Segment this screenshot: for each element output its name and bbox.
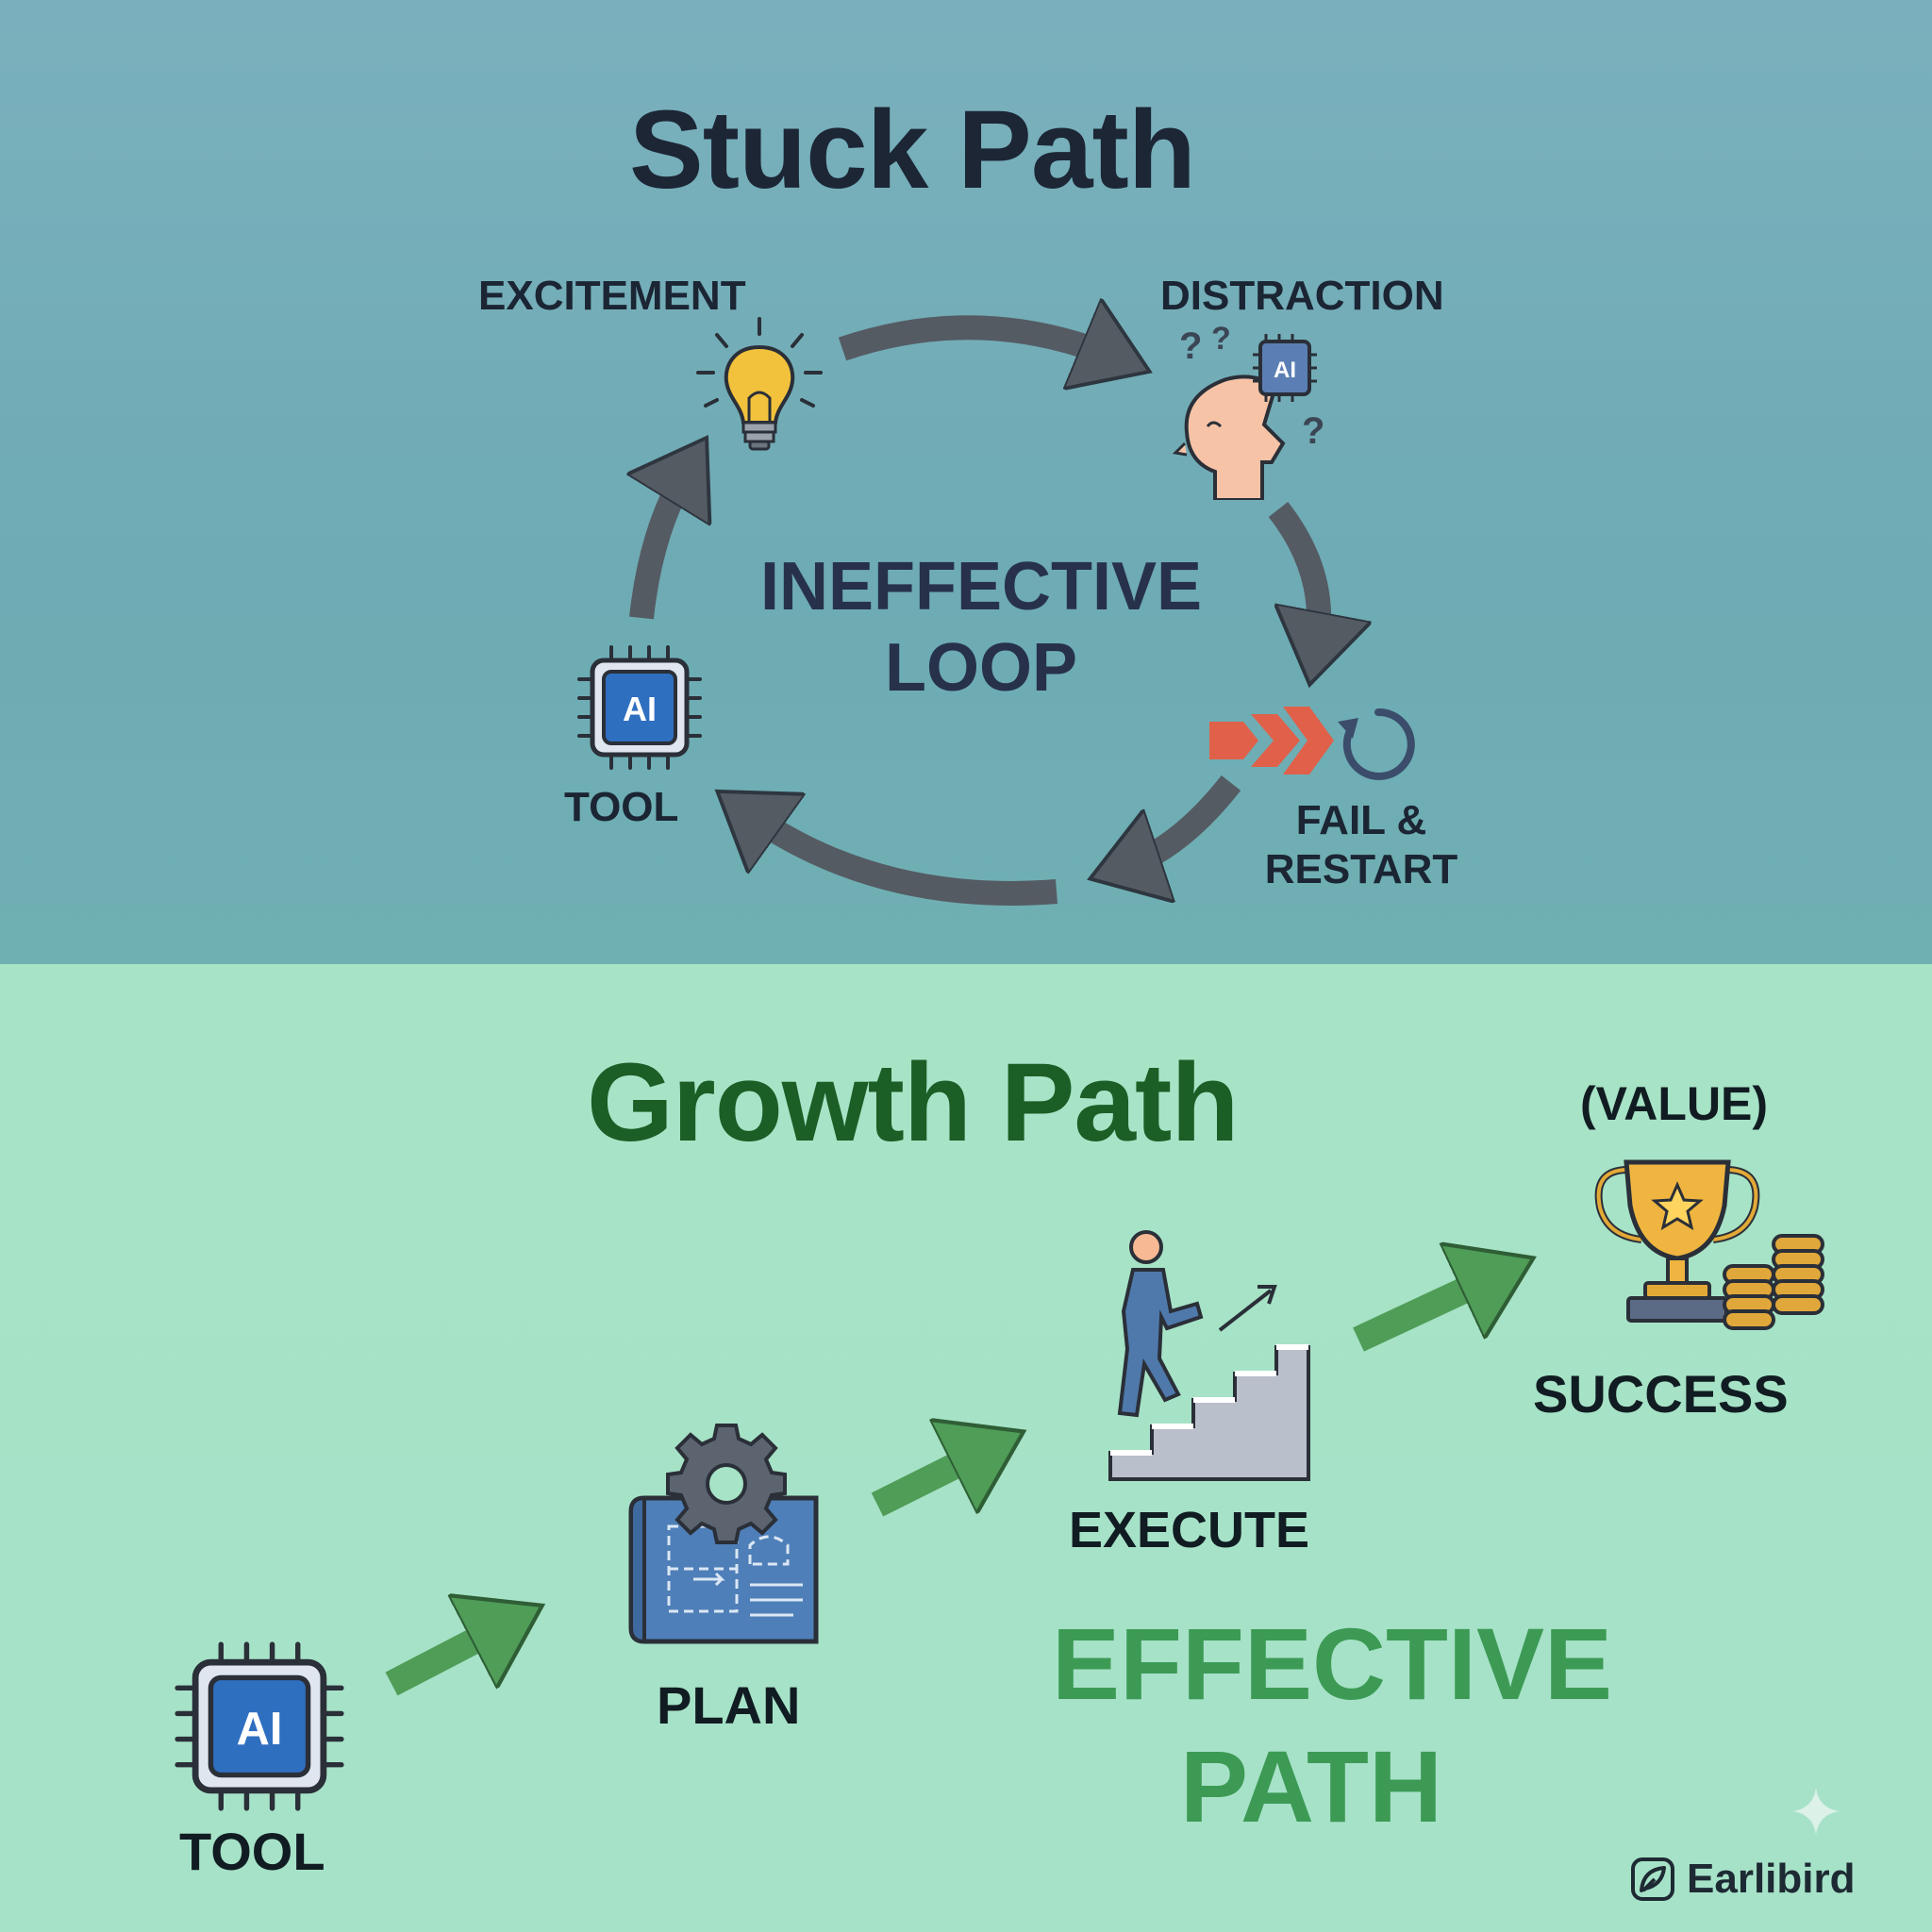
svg-text:AI: AI [623,690,657,728]
label-excitement: EXCITEMENT [478,273,746,319]
label-effective-path: EFFECTIVE PATH [1052,1607,1613,1843]
stuck-path-title: Stuck Path [629,88,1196,212]
ai-chip-icon: AI [577,645,702,770]
label-ineffective-line1: INEFFECTIVE [759,549,1203,625]
svg-text:AI: AI [237,1704,283,1755]
label-effective-line1: EFFECTIVE [1052,1607,1613,1721]
label-fail-line1: FAIL & [1295,797,1427,843]
stairs-climber-icon [1108,1230,1310,1481]
fail-restart-icon [1209,707,1415,780]
label-ineffective-loop: INEFFECTIVE LOOP [717,553,1245,702]
trophy-coins-icon [1594,1159,1824,1330]
label-execute: EXECUTE [1069,1502,1310,1558]
label-stuck-tool: TOOL [564,784,679,830]
loop-arrow-excitement-to-distraction [838,327,1118,358]
lightbulb-icon [696,317,823,451]
label-effective-line2: PATH [1180,1729,1442,1843]
label-success: SUCCESS [1533,1364,1789,1424]
label-value: (VALUE) [1580,1077,1769,1130]
earlibird-logo-icon [1631,1857,1674,1901]
loop-arrow-fail-to-tool [745,811,1058,906]
earlibird-brand: Earlibird [1630,1857,1856,1902]
svg-text:?: ? [1179,325,1202,367]
blueprint-gear-icon [628,1424,819,1644]
growth-arrow-execute-to-success [1353,1274,1500,1352]
label-growth-tool: TOOL [179,1822,325,1881]
growth-arrow-tool-to-plan [385,1623,509,1696]
sparkle-icon [1792,1788,1840,1835]
label-fail-restart: FAIL & RESTART [1243,800,1479,891]
label-distraction: DISTRACTION [1160,273,1444,319]
brand-name: Earlibird [1687,1856,1856,1902]
ai-chip-icon: AI [175,1641,344,1811]
loop-arrow-tool-to-excitement [641,467,689,620]
loop-arrow-distraction-to-fail [1268,501,1319,651]
svg-text:AI: AI [1274,358,1296,383]
svg-text:?: ? [1302,410,1324,452]
loop-arrow-fail-to-bottom [1123,774,1241,868]
growth-path-title: Growth Path [587,1041,1239,1165]
label-fail-line2: RESTART [1264,846,1458,892]
growth-arrow-plan-to-execute [871,1448,991,1517]
svg-text:?: ? [1211,321,1231,357]
label-ineffective-line2: LOOP [884,630,1077,706]
label-plan: PLAN [657,1675,801,1735]
stuck-path-panel [0,0,1932,964]
confused-head-icon: ? ? ? AI [1172,321,1324,500]
